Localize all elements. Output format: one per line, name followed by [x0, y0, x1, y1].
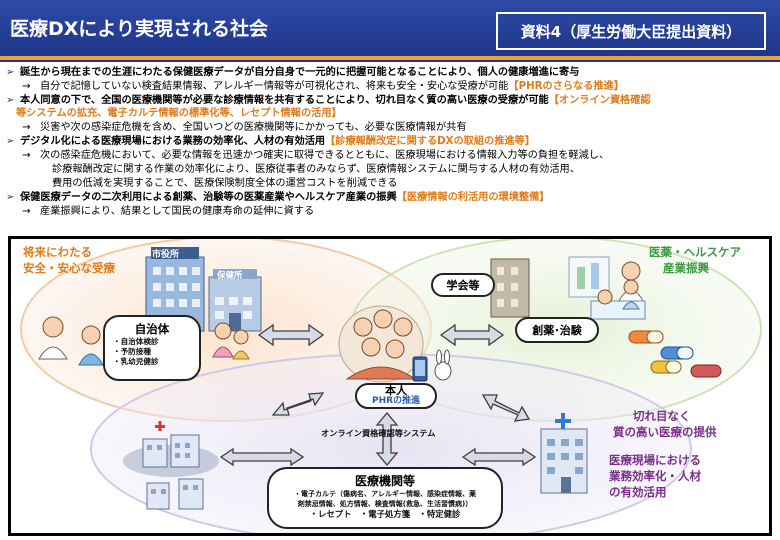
diagram-canvas: [20, 239, 762, 533]
bullet-4-sub: →産業振興により、結果として国民の健康寿命の延伸に資する: [22, 206, 315, 217]
diagram-frame: 将来にわたる 安全・安心な受療 市役所 保健所 自治体 ・自治体検診 ・予防接種…: [8, 236, 772, 536]
title-bar: 医療DXにより実現される社会 資料4（厚生労働大臣提出資料）: [0, 0, 780, 62]
bullet-3-sub-line2: 診療報酬改定に関する作業の効率化により、医療従事者のみならず、医療情報システムに…: [52, 164, 580, 175]
page-title: 医療DXにより実現される社会: [10, 18, 269, 40]
arrow-left-hospital-system: [219, 447, 305, 467]
person-label: 本人: [385, 384, 407, 397]
bullet-3: ➢デジタル化による医療現場における業務の効率化、人材の有効活用【診療報酬改定に関…: [6, 136, 535, 147]
citizens-crowd-illustration: [338, 305, 424, 383]
industry-heading-line1: 医薬・ヘルスケア: [649, 245, 741, 259]
efficiency-heading-line1: 医療現場における: [609, 453, 701, 467]
bullet-2-sub: →災害や次の感染症危機を含め、全国いつどの医療機関等にかかっても、必要な医療情報…: [22, 122, 467, 133]
muni-item-checkup: ・自治体検診: [113, 337, 159, 346]
arrow-person-medical: [375, 411, 399, 467]
safety-heading-line1: 将来にわたる: [23, 245, 92, 259]
bullet-2: ➢本人同意の下で、全国の医療機関等が必要な診療情報を共有することにより、切れ目な…: [6, 95, 651, 106]
bullet-marker: ➢: [6, 136, 15, 147]
efficiency-heading-line2: 業務効率化・人材: [609, 469, 701, 483]
municipality-box: 自治体 ・自治体検診 ・予防接種 ・乳幼児健診: [103, 315, 201, 381]
industry-heading-line2: 産業振興: [663, 261, 709, 275]
bullet-1: ➢誕生から現在までの生涯にわたる保健医療データが自分自身で一元的に把握可能となる…: [6, 67, 580, 78]
academic-building-icon: [490, 258, 530, 318]
arrow-system-right-hospital: [461, 447, 537, 467]
city-hall-sign: 市役所: [152, 250, 180, 260]
drug-trial-box: 創薬･治験: [515, 317, 599, 343]
bullet-3-sub: →次の感染症危機において、必要な情報を迅速かつ確実に取得できるとともに、医療現場…: [22, 150, 610, 161]
bullet-marker: ➢: [6, 95, 15, 106]
arrow-municipality-medical: [271, 392, 325, 416]
bullet-1-sub: →自分で記憶していない検査結果情報、アレルギー情報等が可視化され、将来も安全・安…: [22, 81, 624, 92]
arrow-medical-industry: [481, 394, 531, 422]
muni-item-vaccination: ・予防接種: [113, 347, 151, 356]
ehr-line1: ・電子カルテ（傷病名、アレルギー情報、感染症情報、薬: [294, 490, 476, 498]
care-heading-line2: 質の高い医療の提供: [613, 425, 717, 439]
researcher-illustration: [618, 261, 644, 302]
receipt-line: ・レセプト ・電子処方箋 ・特定健診: [309, 509, 461, 519]
phr-label: PHRの推進: [371, 396, 421, 406]
hospital-left-icon: [123, 421, 219, 477]
rabbit-mascot-icon: [434, 349, 452, 381]
online-system-label: オンライン資格確認等システム: [321, 428, 436, 438]
arrow-person-industry: [439, 323, 505, 347]
bullet-marker: ➢: [6, 67, 15, 78]
arrow-icon: →: [22, 206, 31, 217]
health-center-sign: 保健所: [217, 271, 243, 281]
safety-heading-line2: 安全・安心な受療: [23, 261, 115, 275]
bullet-3-sub-line3: 費用の低減を実現することで、医療保険制度全体の運営コストを削減できる: [52, 178, 398, 189]
arrow-municipality-person: [257, 323, 325, 347]
arrow-icon: →: [22, 122, 31, 133]
pills-icon: [628, 330, 722, 378]
bullet-4: ➢保健医療データの二次利用による創薬、治験等の医薬産業やヘルスケア産業の振興【医…: [6, 192, 550, 203]
efficiency-heading-line3: の有効活用: [609, 485, 667, 499]
bullet-2-tag-continued: 等システムの拡充、電子カルテ情報の標準化等、レセプト情報の活用】: [16, 108, 342, 119]
hospital-small-icon: [146, 478, 204, 510]
hospital-bed-illustration: [590, 279, 646, 320]
hospital-right-icon: [540, 413, 588, 494]
person-box: 本人 PHRの推進: [355, 383, 437, 409]
document-label: 資料4（厚生労働大臣提出資料）: [496, 12, 766, 50]
municipality-label: 自治体: [134, 322, 170, 336]
health-center-building-icon: [208, 269, 262, 332]
header-divider: [0, 56, 780, 60]
muni-item-infant-checkup: ・乳幼児健診: [113, 357, 159, 366]
ehr-line2: 剤禁忌情報、処方情報、検査情報(救急、生活習慣病)）: [297, 500, 473, 508]
arrow-icon: →: [22, 81, 31, 92]
doctor-patient-illustration: [38, 316, 104, 366]
family-illustration: [212, 322, 250, 360]
bullet-marker: ➢: [6, 192, 15, 203]
smartphone-icon: [412, 356, 428, 382]
arrow-icon: →: [22, 150, 31, 161]
medical-institution-label: 医療機関等: [354, 474, 415, 488]
academic-society-box: 学会等: [431, 273, 495, 297]
care-heading-line1: 切れ目なく: [633, 409, 691, 423]
medical-institution-box: 医療機関等 ・電子カルテ（傷病名、アレルギー情報、感染症情報、薬 剤禁忌情報、処…: [267, 467, 503, 529]
